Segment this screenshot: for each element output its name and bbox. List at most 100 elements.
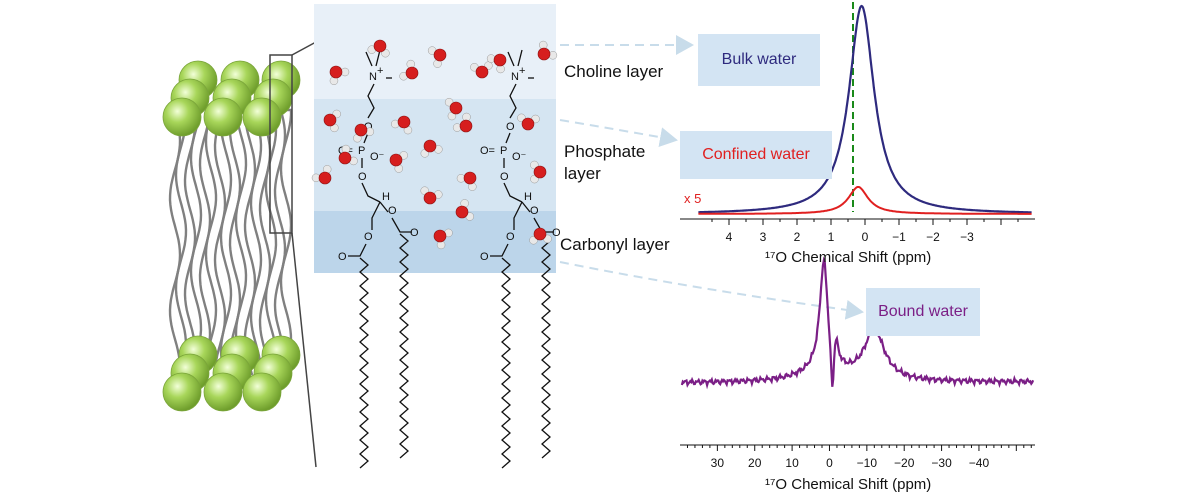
top-x-tick-label: 3 [759, 230, 767, 244]
bottom-x-tick-label: −10 [856, 456, 878, 470]
acyl-chain [359, 257, 369, 469]
carbonyl-layer-label: Carbonyl layer [560, 235, 670, 254]
acyl-chain [541, 233, 551, 459]
water-molecule [427, 46, 447, 68]
water-molecule [311, 165, 332, 185]
atom-label: O⁻ [512, 151, 527, 163]
atom-label: O [364, 231, 373, 243]
bottom-x-tick-label: 0 [826, 456, 833, 470]
lipid-headgroup [203, 372, 243, 412]
atom-label: + [377, 65, 383, 77]
water-molecule [338, 144, 358, 166]
top-x-tick-label: 4 [725, 230, 733, 244]
bottom-x-tick-label: −40 [968, 456, 990, 470]
series-bound-water-line [680, 256, 1035, 390]
lipid-tails [168, 108, 293, 376]
atom-label: O [358, 171, 367, 183]
top-x-tick-label: −3 [960, 230, 974, 244]
water-molecule [486, 53, 507, 74]
lipid-headgroup [203, 97, 243, 137]
top-x-tick-label: −1 [892, 230, 906, 244]
water-molecule [452, 112, 473, 133]
water-molecule [517, 113, 540, 131]
series-confined-water-line [698, 186, 1032, 215]
lipid-tail [219, 108, 233, 376]
atom-label: N [511, 71, 519, 83]
lipid-heads-top [162, 60, 301, 137]
atom-label: O [364, 121, 373, 133]
bottom-x-tick-label: 30 [710, 456, 725, 470]
lipid-tail [228, 108, 242, 376]
atom-label: H [382, 191, 390, 203]
po-bond [505, 132, 511, 144]
bottom-x-tick-label: −20 [894, 456, 915, 470]
atom-label: O [506, 231, 515, 243]
lipid-bilayer [162, 60, 301, 412]
phosphate-layer-label-line2: layer [564, 164, 601, 183]
zoom-indicator [269, 41, 317, 468]
water-molecule [456, 171, 477, 191]
confined-scale-annotation: x 5 [684, 191, 702, 206]
water-molecule [529, 227, 552, 245]
top-x-tick-label: 2 [793, 230, 801, 244]
lipid-heads-bottom [162, 335, 301, 412]
layer-arrows [559, 35, 864, 320]
bottom-x-tick-label: 10 [785, 456, 799, 470]
bottom-x-axis-title: ¹⁷O Chemical Shift (ppm) [765, 476, 932, 493]
lipid-tail [243, 108, 257, 376]
choline-chain [509, 83, 517, 119]
atom-label: O [530, 205, 539, 217]
lipid-headgroup [162, 372, 202, 412]
water-molecule [420, 186, 443, 205]
series-bulk-water-line [698, 4, 1032, 214]
water-molecule [389, 151, 408, 173]
top-x-tick-label: 0 [861, 230, 869, 244]
choline-layer-label: Choline layer [564, 62, 664, 81]
top-x-tick-label: −2 [926, 230, 940, 244]
water-molecule [323, 109, 341, 133]
lipid-tail [174, 108, 188, 376]
lipid-tail [168, 108, 182, 376]
atom-label: O [552, 227, 561, 239]
carbonyl-band [314, 211, 556, 273]
atom-label: + [519, 65, 525, 77]
atom-label: O [500, 171, 509, 183]
arrow-phosphate-to-confined [559, 119, 678, 148]
atom-label: N [369, 71, 377, 83]
water-molecule [433, 228, 453, 250]
atom-label: P [500, 145, 507, 157]
bottom-x-tick-label: 20 [748, 456, 762, 470]
acyl-chain [399, 233, 409, 459]
methyl-bond [365, 49, 381, 67]
atom-label: O [388, 205, 397, 217]
ester-bond [490, 243, 509, 257]
glycerol-chain [513, 201, 531, 230]
lipid-tail [264, 108, 278, 376]
lipid-headgroup [242, 97, 282, 137]
water-molecule [367, 39, 390, 58]
atom-label: O [410, 227, 419, 239]
water-molecule [399, 59, 419, 81]
ester-bond [348, 243, 367, 257]
bottom-x-axis [680, 444, 1035, 451]
lipid-tail [234, 108, 248, 376]
water-molecule [420, 139, 443, 158]
lipid-headgroup [162, 97, 202, 137]
ester-bond [391, 217, 412, 233]
atom-label: O [480, 251, 489, 263]
water-molecule [444, 97, 463, 121]
top-x-tick-label: 1 [827, 230, 835, 244]
water-molecule [455, 199, 475, 221]
acyl-chain [501, 257, 511, 469]
glycerol-chain [361, 182, 381, 203]
atom-label: H [524, 191, 532, 203]
arrow-carbonyl-to-bound [559, 261, 864, 320]
top-spectrum [680, 2, 1035, 225]
top-x-axis [680, 218, 1035, 225]
glycerol-chain [503, 182, 523, 203]
lipid-tail [249, 108, 263, 376]
lipid-tail [279, 108, 293, 376]
bulk-water-box: Bulk water [698, 34, 820, 86]
